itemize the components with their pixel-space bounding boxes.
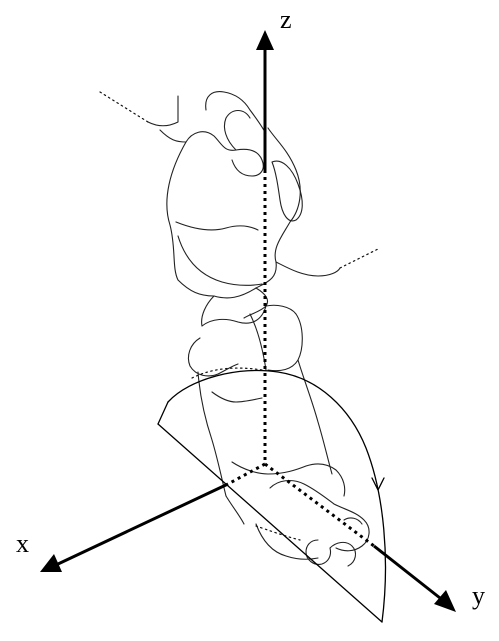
y-axis-label: y [472, 581, 485, 610]
toe-2-outline [329, 541, 357, 567]
knee-cap-outline [205, 91, 267, 135]
femur-front-outline [223, 109, 251, 151]
toe-1-outline [305, 539, 332, 565]
plane-bottom-edge [157, 423, 383, 623]
upper-segment-outline [147, 95, 301, 299]
hamstring-connector [275, 261, 341, 277]
x-axis-line [57, 482, 229, 566]
foot-top-dotted [255, 525, 301, 541]
rotation-plane [157, 367, 387, 623]
shin-left-outline [197, 371, 227, 497]
knee-joint-outline [201, 287, 269, 327]
rotation-arc [167, 369, 387, 623]
rotation-arrowhead [371, 477, 385, 491]
shin-right-outline [297, 359, 333, 475]
side-dotted-leader [339, 247, 381, 269]
y-arrow-icon [434, 590, 456, 612]
y-axis-hidden [264, 462, 375, 548]
x-arrow-icon [40, 554, 62, 572]
z-arrow-icon [256, 30, 274, 50]
toe-3-outline [343, 517, 363, 525]
x-axis-label: x [16, 529, 29, 558]
z-axis-label: z [280, 5, 292, 34]
patella-outline [185, 131, 264, 177]
upper-dotted-leader [99, 91, 149, 123]
foot-outline [269, 479, 370, 552]
y-axis-line [373, 544, 441, 600]
coordinate-axes: z x y [16, 5, 485, 612]
foot-lower-outline [255, 523, 319, 560]
tibia-head-outline [201, 304, 303, 372]
limb-sketch [99, 91, 381, 567]
fibula-head-outline [187, 337, 239, 377]
x-axis-hidden [227, 462, 266, 486]
tendon-loop-outline [271, 160, 303, 222]
shin-inner-outline [211, 391, 263, 403]
heel-outline [225, 495, 245, 525]
thigh-lower-outline [177, 235, 263, 286]
plane-left-edge [157, 401, 169, 425]
rotation-arc-dotted [191, 367, 263, 379]
thigh-back-outline [175, 221, 259, 231]
ankle-outline [231, 461, 346, 497]
